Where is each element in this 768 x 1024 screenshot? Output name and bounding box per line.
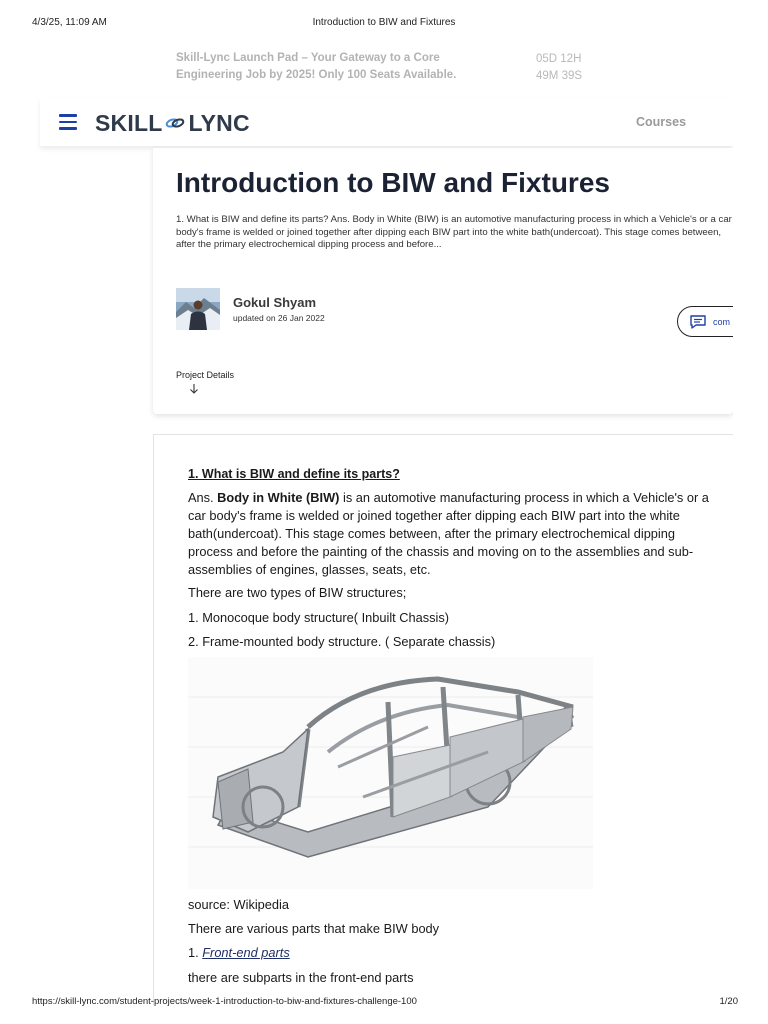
- viewport-edge: [733, 0, 768, 990]
- front-end-parts-link[interactable]: Front-end parts: [202, 945, 290, 960]
- avatar-photo: [176, 288, 220, 330]
- countdown-timer: 05D 12H 49M 39S: [536, 51, 582, 85]
- print-page-number: 1/20: [719, 996, 739, 1007]
- parts-intro: There are various parts that make BIW bo…: [188, 921, 440, 936]
- answer-prefix: Ans.: [188, 490, 218, 505]
- answer-line-4: process and before the painting of the c…: [188, 544, 694, 559]
- navbar: [40, 98, 733, 146]
- type-monocoque: 1. Monocoque body structure( Inbuilt Cha…: [188, 610, 450, 625]
- project-details-toggle[interactable]: Project Details: [176, 370, 235, 380]
- arrow-down-icon[interactable]: [189, 383, 199, 395]
- comments-label: com: [713, 316, 731, 327]
- launch-pad-banner[interactable]: Skill-Lync Launch Pad – Your Gateway to …: [176, 52, 457, 81]
- biw-car-illustration: [188, 657, 593, 889]
- answer-line-5: assemblies of engines, glasses, seats, e…: [188, 562, 431, 577]
- biw-bold-term: Body in White (BIW): [217, 490, 340, 505]
- project-summary: 1. What is BIW and define its parts? Ans…: [176, 214, 732, 251]
- courses-link[interactable]: Courses: [636, 115, 687, 129]
- answer-line-1-rest: is an automotive manufacturing process i…: [339, 490, 709, 505]
- image-source: source: Wikipedia: [188, 897, 289, 912]
- author-name[interactable]: Gokul Shyam: [233, 295, 317, 310]
- answer-line-3: bath(undercoat). This stage comes betwee…: [188, 526, 676, 541]
- chain-link-icon: [166, 118, 185, 128]
- timer-minutes-seconds: 49M 39S: [536, 70, 583, 82]
- comment-icon: [690, 314, 706, 329]
- page-title: Introduction to BIW and Fixtures: [176, 167, 610, 198]
- logo-text-lync: LYNC: [188, 109, 250, 136]
- author-avatar[interactable]: [176, 288, 220, 330]
- answer-line-2: car body's frame is welded or joined tog…: [188, 508, 680, 523]
- answer-line-1: Ans. Body in White (BIW) is an automotiv…: [188, 489, 733, 507]
- skill-lync-logo[interactable]: SKILL LYNC: [95, 109, 250, 137]
- print-date: 4/3/25, 11:09 AM: [32, 17, 107, 28]
- question-heading: 1. What is BIW and define its parts?: [188, 467, 400, 481]
- types-intro: There are two types of BIW structures;: [188, 585, 407, 600]
- print-url: https://skill-lync.com/student-projects/…: [32, 996, 417, 1007]
- print-title: Introduction to BIW and Fixtures: [312, 17, 456, 28]
- updated-date: updated on 26 Jan 2022: [233, 313, 325, 323]
- biw-car-image: [188, 657, 593, 889]
- part-front-end: 1. Front-end parts: [188, 944, 733, 962]
- part-number: 1.: [188, 945, 203, 960]
- timer-days-hours: 05D 12H: [536, 53, 582, 65]
- hamburger-menu-icon[interactable]: [59, 114, 77, 130]
- type-frame-mounted: 2. Frame-mounted body structure. ( Separ…: [188, 634, 496, 649]
- project-header-card: [153, 148, 733, 414]
- logo-text-skill: SKILL: [95, 109, 163, 136]
- subparts-text: there are subparts in the front-end part…: [188, 970, 414, 985]
